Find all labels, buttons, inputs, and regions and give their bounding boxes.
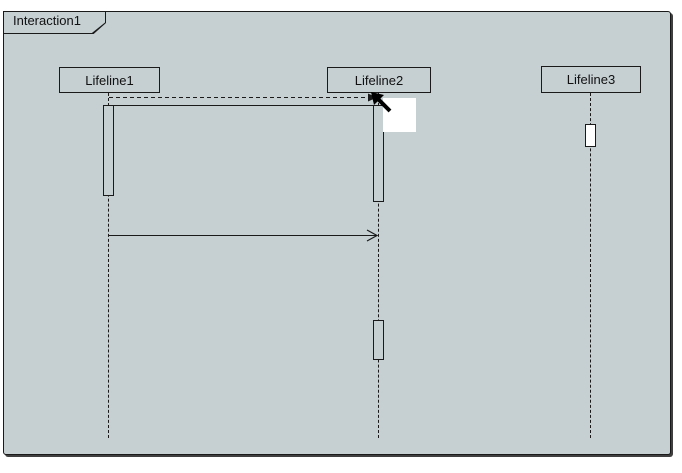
lifeline3-dashed-line[interactable]: [590, 93, 591, 438]
lifeline2-label: Lifeline2: [354, 72, 404, 88]
activation-bar-lifeline3[interactable]: [585, 124, 596, 147]
mouse-cursor-icon: [371, 92, 392, 113]
activation-bar-lifeline2-top[interactable]: [373, 105, 384, 202]
lifeline3-label: Lifeline3: [566, 72, 616, 87]
frame-title: Interaction1: [13, 13, 81, 28]
message-async-arrow[interactable]: [109, 229, 379, 242]
activation-bar-lifeline2-bottom[interactable]: [373, 320, 384, 360]
cursor-drag-box: [383, 98, 416, 132]
lifeline3-head[interactable]: Lifeline3: [541, 66, 641, 93]
lifeline2-dashed-line[interactable]: [378, 93, 379, 438]
lifeline1-head[interactable]: Lifeline1: [59, 67, 160, 93]
lifeline1-dashed-line[interactable]: [108, 93, 109, 438]
lifeline1-label: Lifeline1: [85, 72, 134, 88]
activation-bar-lifeline1[interactable]: [103, 105, 114, 196]
lifeline2-head[interactable]: Lifeline2: [327, 67, 431, 93]
frame-name-tab-fill: [4, 12, 105, 33]
